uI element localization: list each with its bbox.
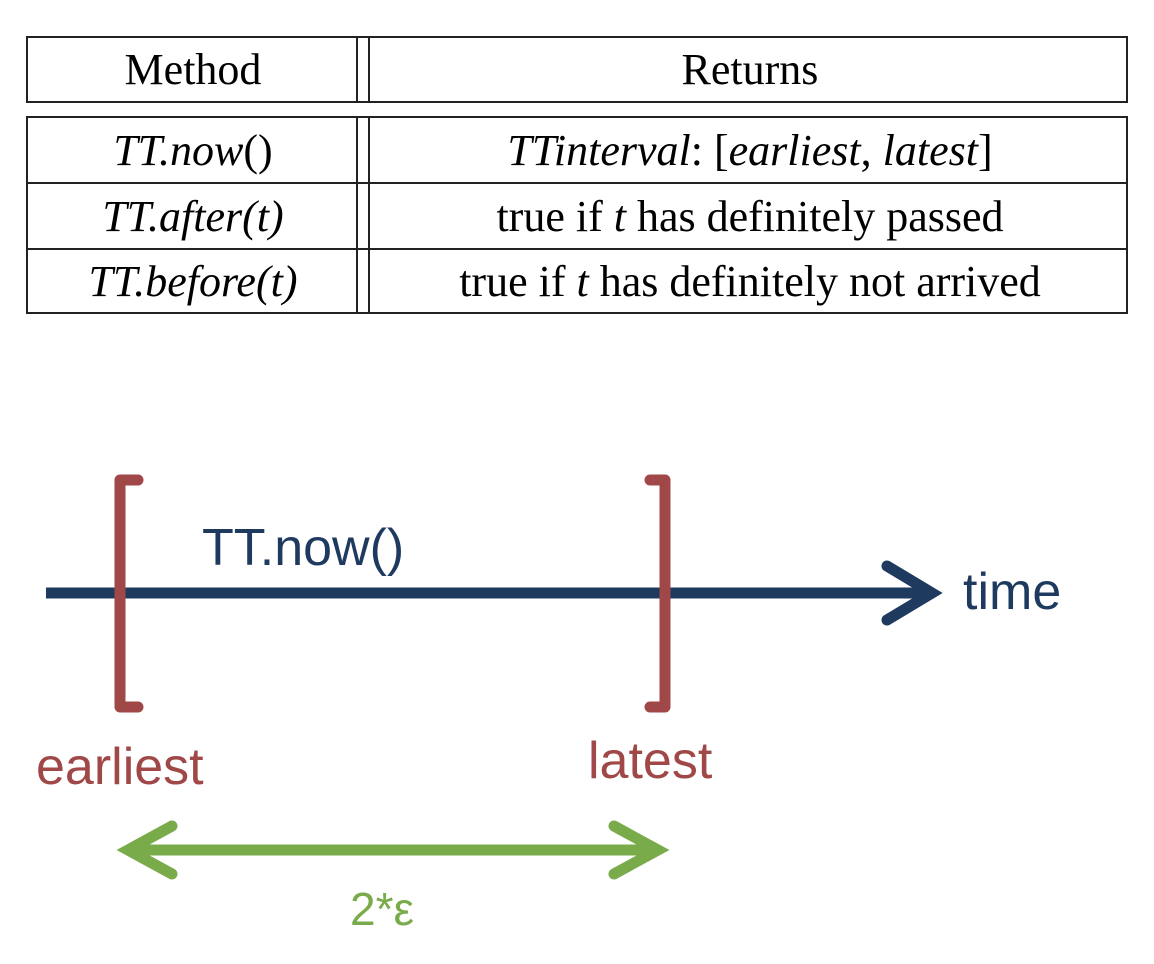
returns-var: t — [613, 191, 626, 241]
returns-text: true if — [496, 191, 614, 241]
row-divider — [28, 248, 1126, 250]
method-now: TT.now() — [28, 118, 358, 182]
method-prefix: TT. — [88, 256, 146, 306]
returns-bracket: ] — [977, 125, 993, 175]
table-body: TT.now() TTinterval: [earliest, latest] … — [26, 116, 1128, 314]
method-args: (t) — [255, 256, 298, 306]
column-divider — [368, 118, 370, 312]
returns-earliest: earliest — [728, 125, 861, 175]
returns-after: true if t has definitely passed — [372, 184, 1128, 248]
header-method: Method — [124, 45, 262, 94]
earliest-label: earliest — [36, 738, 204, 796]
returns-comma: , — [860, 125, 883, 175]
header-returns: Returns — [681, 45, 819, 94]
returns-before: true if t has definitely not arrived — [372, 250, 1128, 312]
method-args: (t) — [242, 191, 284, 241]
returns-type: TTinterval — [507, 125, 691, 175]
method-name: now — [170, 125, 244, 175]
returns-bracket: [ — [713, 125, 729, 175]
method-before: TT.before(t) — [28, 250, 358, 312]
latest-label: latest — [588, 732, 713, 790]
time-label: time — [963, 563, 1061, 621]
column-divider — [368, 38, 370, 101]
method-args: () — [243, 125, 273, 175]
width-arrow-left-icon — [116, 820, 178, 880]
returns-latest: latest — [882, 125, 978, 175]
latest-bracket-icon — [644, 474, 671, 713]
returns-colon: : — [690, 125, 714, 175]
column-divider — [356, 118, 358, 312]
returns-text: true if — [459, 256, 577, 306]
returns-var: t — [576, 256, 589, 306]
method-name: before — [145, 256, 256, 306]
method-prefix: TT. — [113, 125, 170, 175]
table-header: Method Returns — [26, 36, 1128, 103]
epsilon-width-label: 2*ε — [350, 883, 414, 935]
interval-label: TT.now() — [202, 519, 404, 577]
returns-text: has definitely not arrived — [588, 256, 1041, 306]
width-arrow-right-icon — [608, 820, 670, 880]
earliest-bracket-icon — [114, 474, 144, 713]
method-name: after — [159, 191, 243, 241]
column-divider — [356, 38, 358, 101]
returns-now: TTinterval: [earliest, latest] — [372, 118, 1128, 182]
method-after: TT.after(t) — [28, 184, 358, 248]
returns-text: has definitely passed — [625, 191, 1004, 241]
row-divider — [28, 182, 1126, 184]
time-arrowhead-icon — [881, 560, 943, 626]
method-prefix: TT. — [102, 191, 160, 241]
